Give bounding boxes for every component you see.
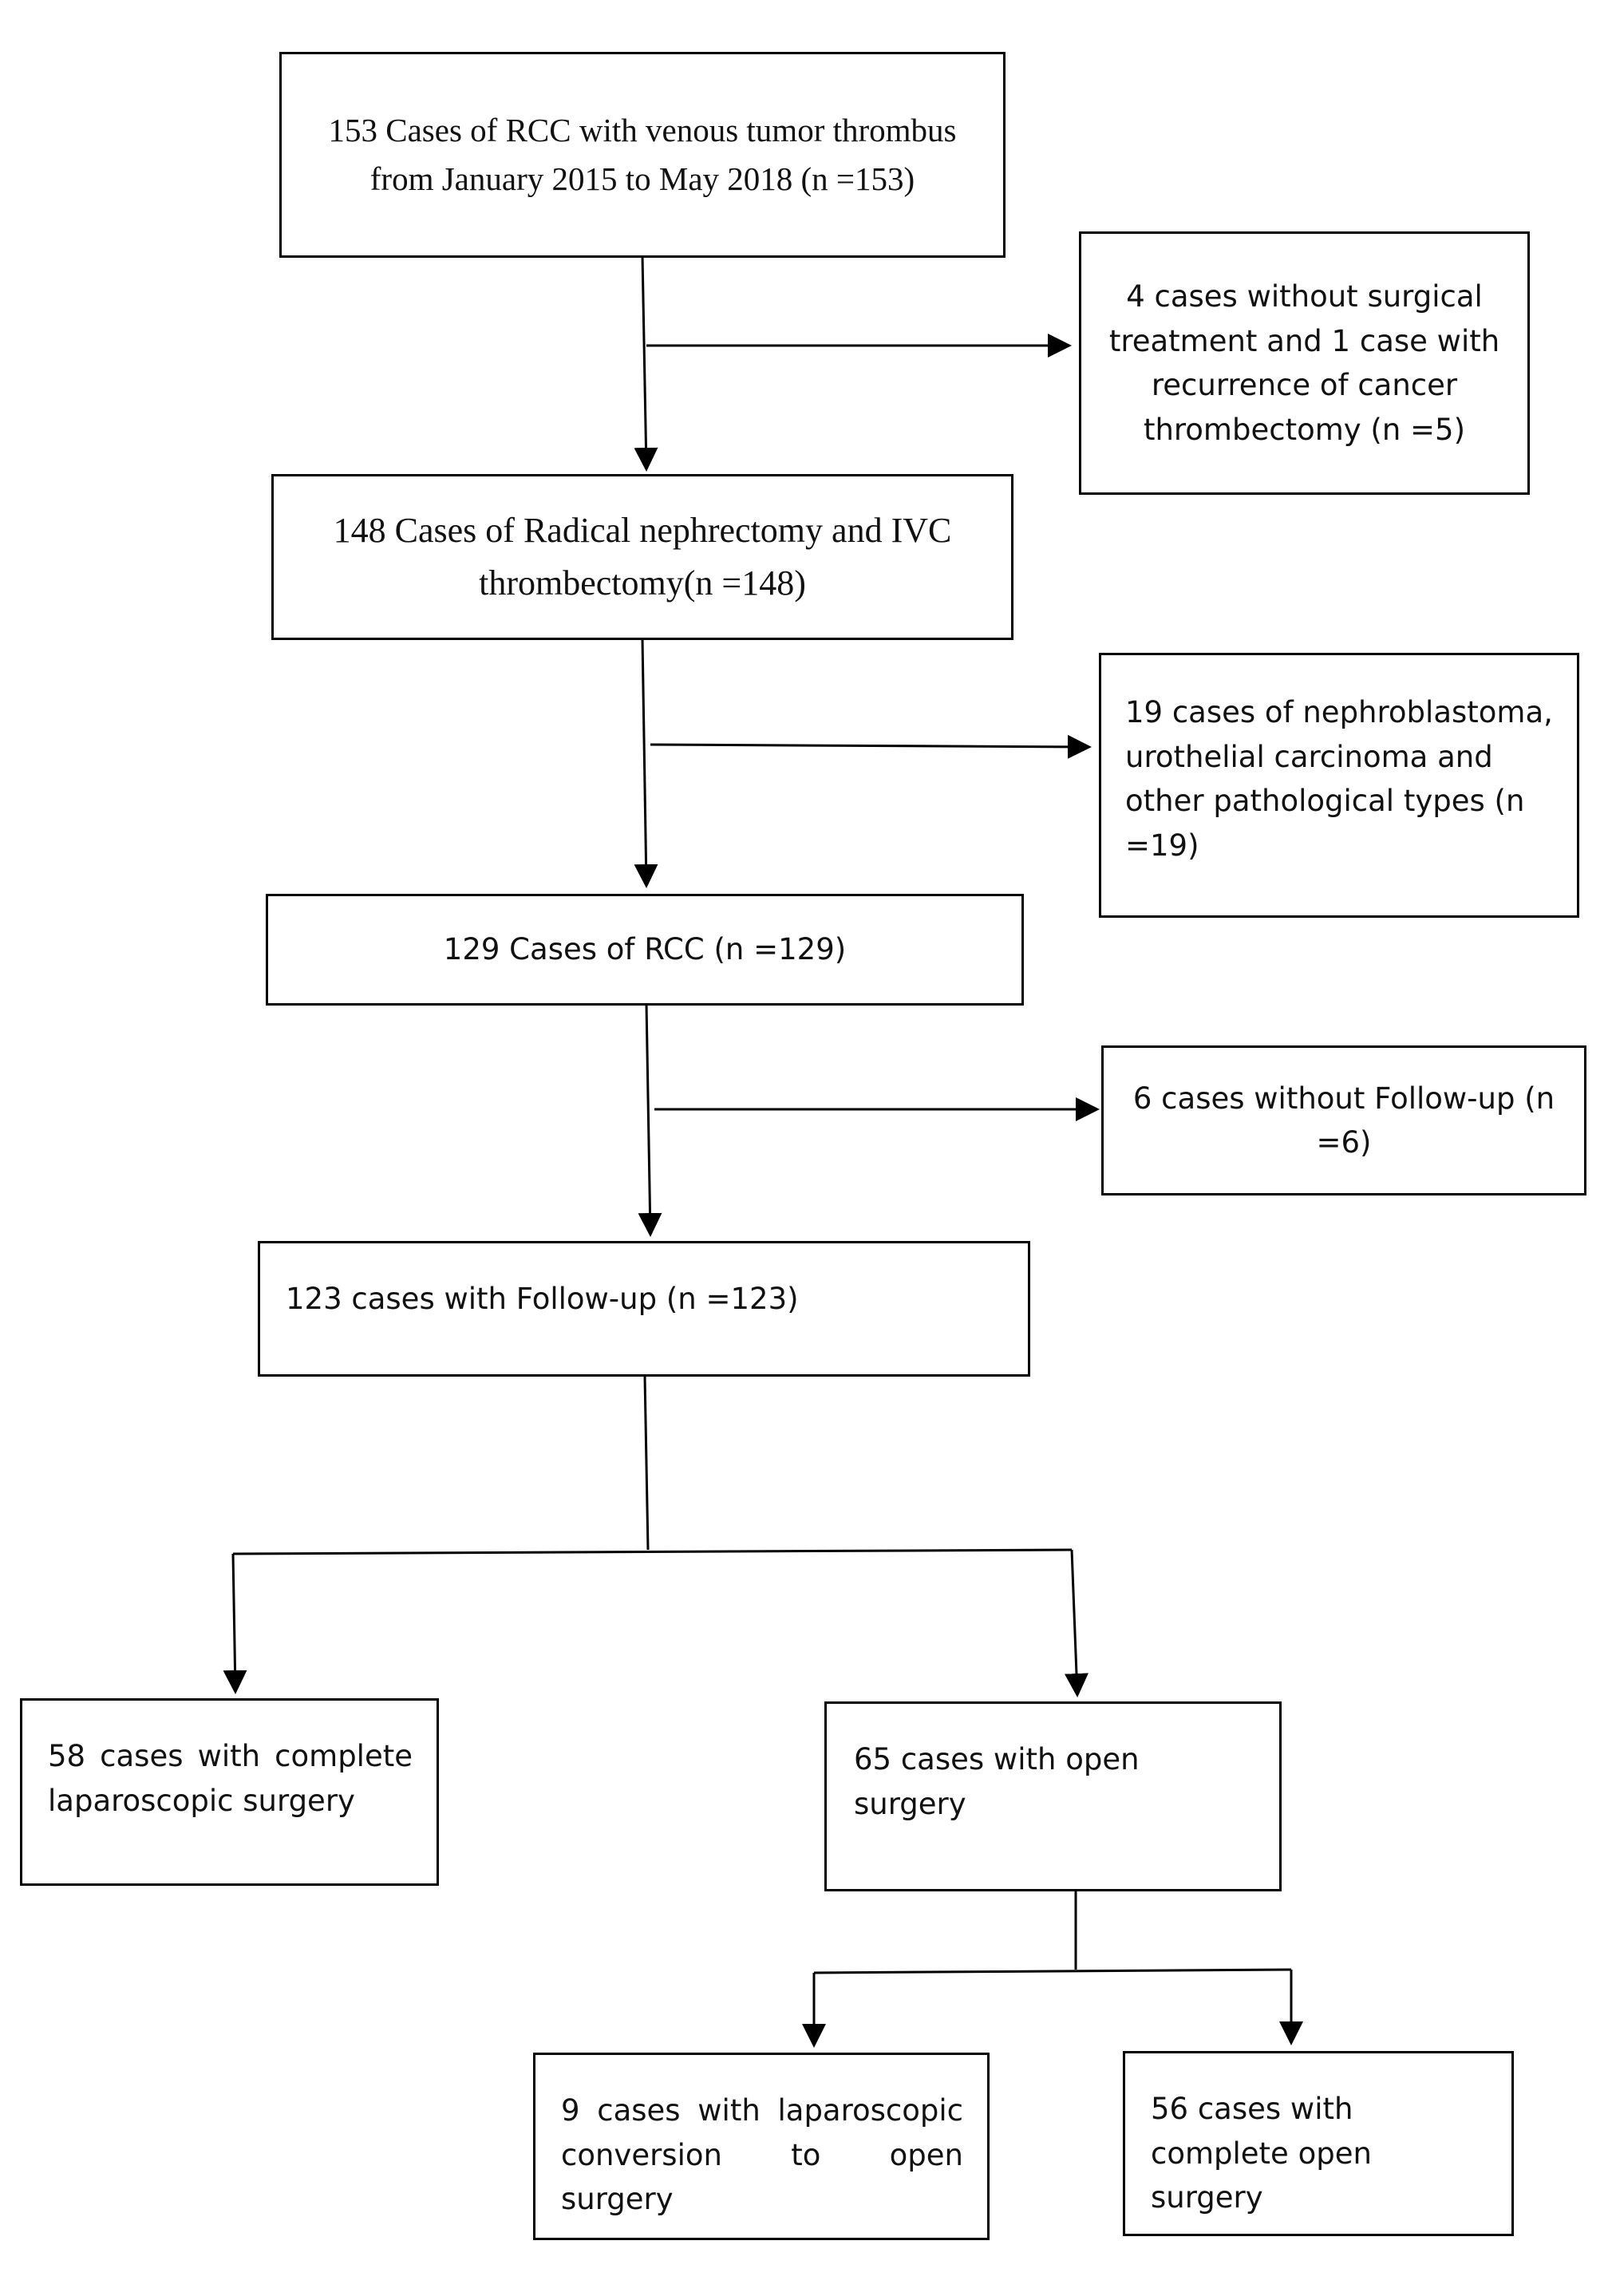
box-exclusion-19-text: 19 cases of nephroblastoma, urothelial c… [1125,695,1553,863]
box-123-text: 123 cases with Follow-up (n =123) [286,1282,799,1316]
arrow-to-58 [223,1553,247,1694]
box-exclusion-19: 19 cases of nephroblastoma, urothelial c… [1099,653,1579,918]
box-9-text: 9 cases with laparoscopic conversion to … [561,2093,963,2216]
box-65-cases: 65 cases with open surgery [824,1701,1282,1891]
box-exclusion-6-text: 6 cases without Follow-up (n =6) [1132,1081,1555,1160]
box-9-cases: 9 cases with laparoscopic conversion to … [533,2053,990,2240]
arrow-153-to-148 [634,255,658,472]
arrow-to-65 [1064,1549,1088,1697]
box-123-cases: 123 cases with Follow-up (n =123) [258,1241,1030,1377]
box-exclusion-6: 6 cases without Follow-up (n =6) [1101,1045,1586,1195]
connector-123-down [643,1376,650,1551]
box-129-cases: 129 Cases of RCC (n =129) [266,894,1024,1006]
box-exclusion-5: 4 cases without surgical treatment and 1… [1079,231,1530,495]
box-148-cases: 148 Cases of Radical nephrectomy and IVC… [271,474,1013,640]
arrow-exclusion-19 [650,734,1092,759]
box-153-text: 153 Cases of RCC with venous tumor throm… [328,111,957,198]
box-129-text: 129 Cases of RCC (n =129) [443,932,847,967]
box-65-text: 65 cases with open surgery [854,1742,1140,1821]
box-153-cases: 153 Cases of RCC with venous tumor throm… [279,52,1006,258]
arrow-148-to-129 [634,638,658,888]
box-exclusion-5-text: 4 cases without surgical treatment and 1… [1108,279,1500,447]
box-58-cases: 58 cases with complete laparoscopic surg… [20,1698,439,1886]
box-148-text: 148 Cases of Radical nephrectomy and IVC… [333,511,952,603]
box-58-text: 58 cases with complete laparoscopic surg… [48,1739,413,1818]
connector-65-split [813,1968,1292,1974]
arrow-129-to-123 [638,1002,662,1237]
box-56-cases: 56 cases with complete open surgery [1123,2051,1514,2236]
box-56-text: 56 cases with complete open surgery [1151,2092,1372,2215]
connector-123-split [232,1548,1073,1555]
